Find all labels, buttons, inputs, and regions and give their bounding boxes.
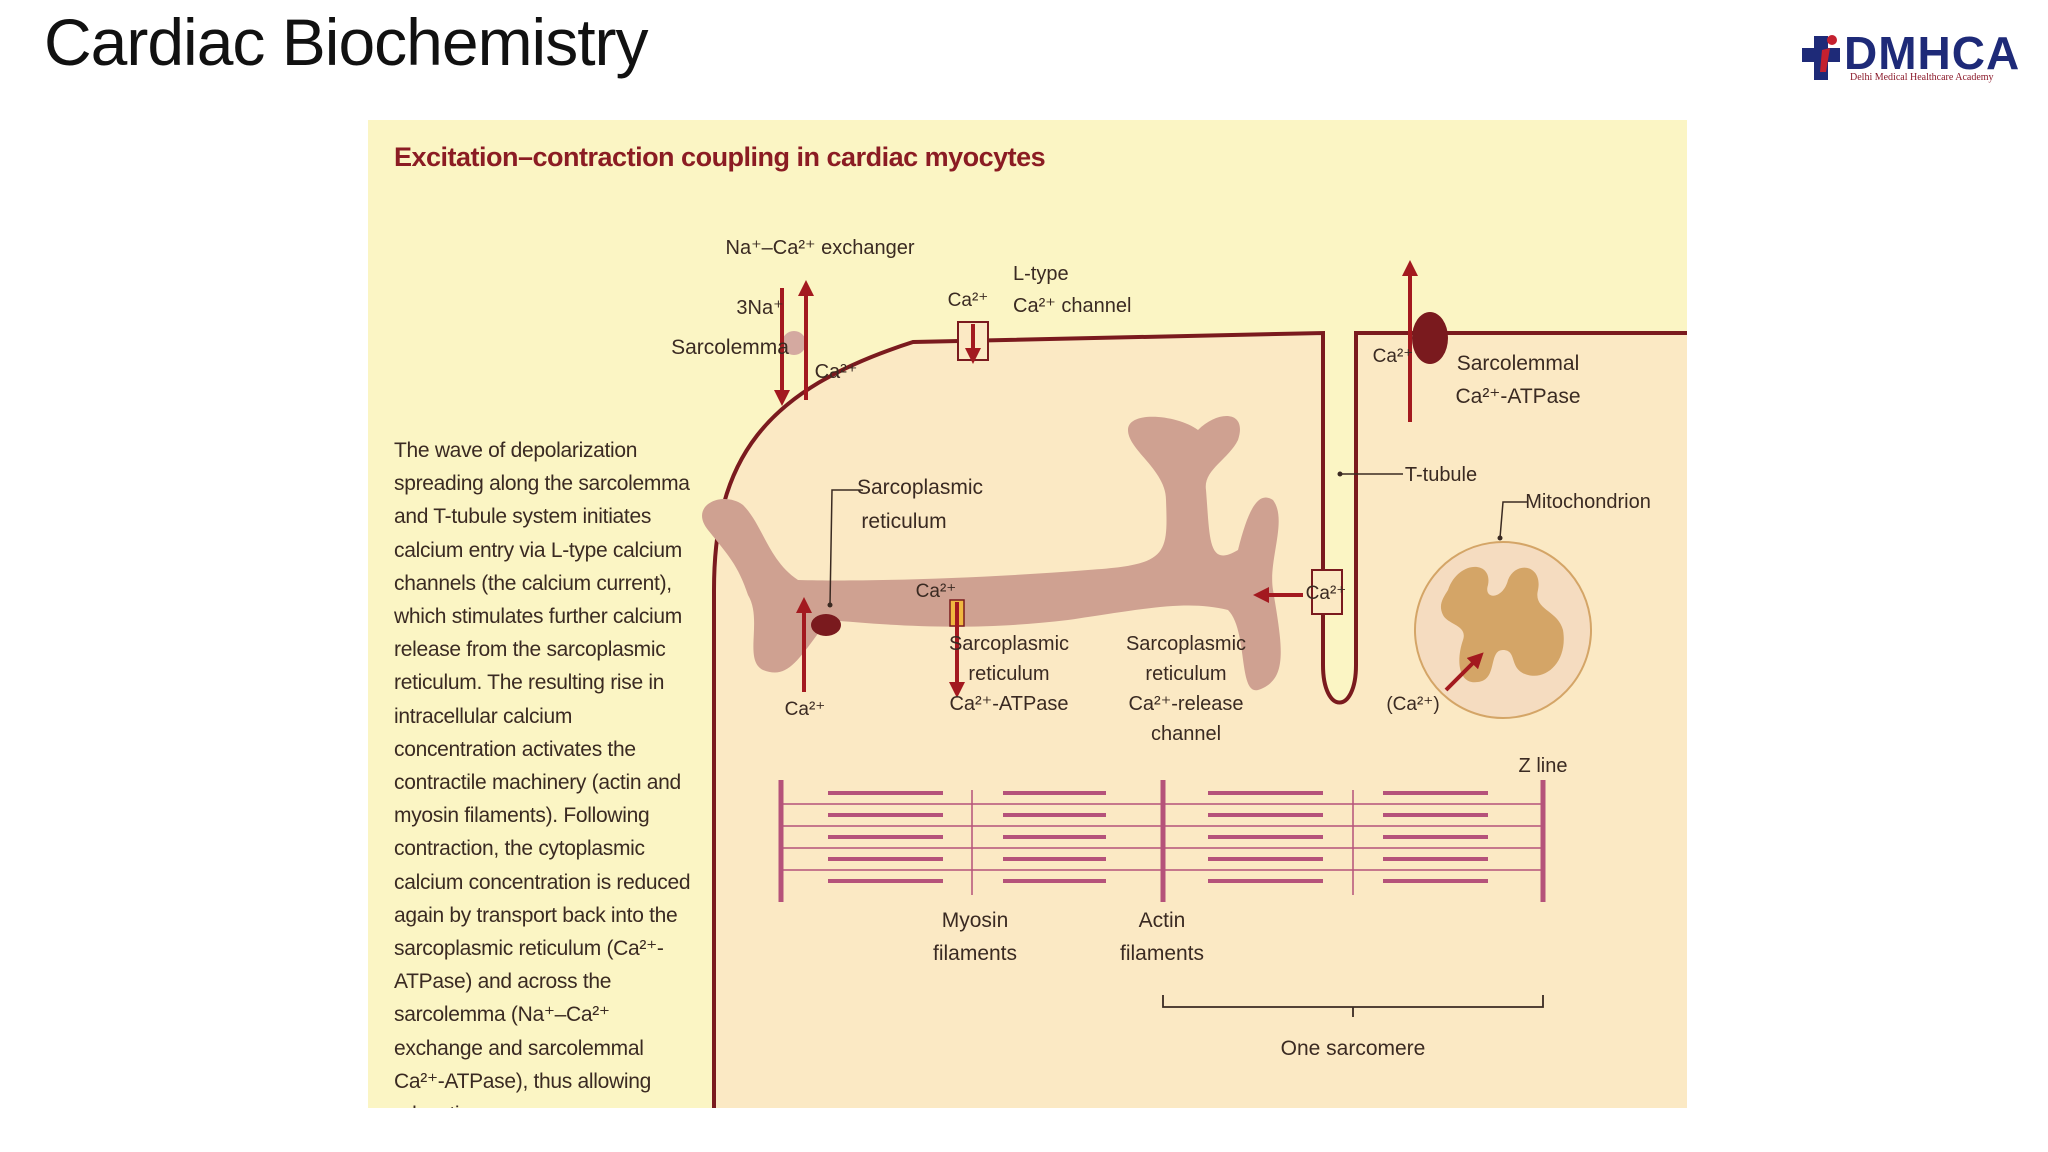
mito-leader [1499,501,1528,539]
label-ltype-2: Ca²⁺ channel [1013,295,1131,317]
label-ca-ttubule: Ca²⁺ [1306,583,1347,604]
label-ryr-2: reticulum [1145,663,1226,685]
sr-leader [829,489,863,606]
sl-atpase-pump [1412,312,1448,364]
ttubule-leader-dot [1337,471,1343,477]
sarcomere-filaments [778,780,1546,902]
ttubule-channel [1311,569,1343,615]
label-serca-1: Sarcoplasmic [949,633,1069,655]
serca-pump [811,614,841,636]
label-ca-release-top: Ca²⁺ [916,581,957,602]
label-3na: 3Na⁺ [736,297,783,319]
mito-leader-dot [1497,535,1503,541]
label-actin-2: filaments [1120,942,1204,965]
logo-name: DMHCA [1844,27,2021,79]
logo-tagline: Delhi Medical Healthcare Academy [1850,72,1994,83]
slide-title: Cardiac Biochemistry [44,5,649,79]
sarcoplasmic-reticulum [702,416,1281,691]
figure: Excitation–contraction coupling in cardi… [368,120,1687,1108]
label-serca-2: reticulum [968,663,1049,685]
sr-leader-dot [827,602,833,608]
label-ca-pump-bottom: Ca²⁺ [785,699,826,720]
label-serca-3: Ca²⁺-ATPase [949,693,1068,715]
label-z-line: Z line [1519,755,1568,777]
label-ltype-1: L-type [1013,263,1069,285]
label-sr-2: reticulum [861,510,946,533]
label-sl-atpase-1: Sarcolemmal [1457,352,1580,375]
label-actin-1: Actin [1139,909,1186,932]
label-ca-atpase-ion: Ca²⁺ [1373,346,1414,367]
label-ttubule: T-tubule [1405,464,1477,486]
label-mito-ca: (Ca²⁺) [1386,694,1439,715]
figure-caption: The wave of depolarization spreading alo… [394,439,691,1108]
mito-ca-arrow [1444,652,1484,692]
label-myosin-1: Myosin [942,909,1009,932]
logo: DMHCA Delhi Medical Healthcare Academy [1800,27,2030,88]
label-mitochondrion: Mitochondrion [1525,491,1651,513]
cross-icon [1802,35,1840,80]
label-ltype-ca: Ca²⁺ [948,290,989,311]
label-ryr-4: channel [1151,723,1221,745]
exchanger-protein [782,331,806,355]
label-sarcomere: One sarcomere [1281,1037,1426,1060]
figure-title: Excitation–contraction coupling in cardi… [394,142,1046,172]
label-ryr-1: Sarcoplasmic [1126,633,1246,655]
ec-coupling-diagram: Na⁺–Ca²⁺ exchanger 3Na⁺ Ca²⁺ Sarcolemma … [671,237,1687,1108]
label-sl-atpase-2: Ca²⁺-ATPase [1455,385,1580,408]
cytoplasm [714,333,1687,1108]
label-sarcolemma: Sarcolemma [671,336,789,359]
label-exchanger: Na⁺–Ca²⁺ exchanger [726,237,915,259]
label-myosin-2: filaments [933,942,1017,965]
label-sr-1: Sarcoplasmic [857,476,983,499]
label-ca-exchanger: Ca²⁺ [815,361,858,383]
label-ryr-3: Ca²⁺-release [1128,693,1243,715]
